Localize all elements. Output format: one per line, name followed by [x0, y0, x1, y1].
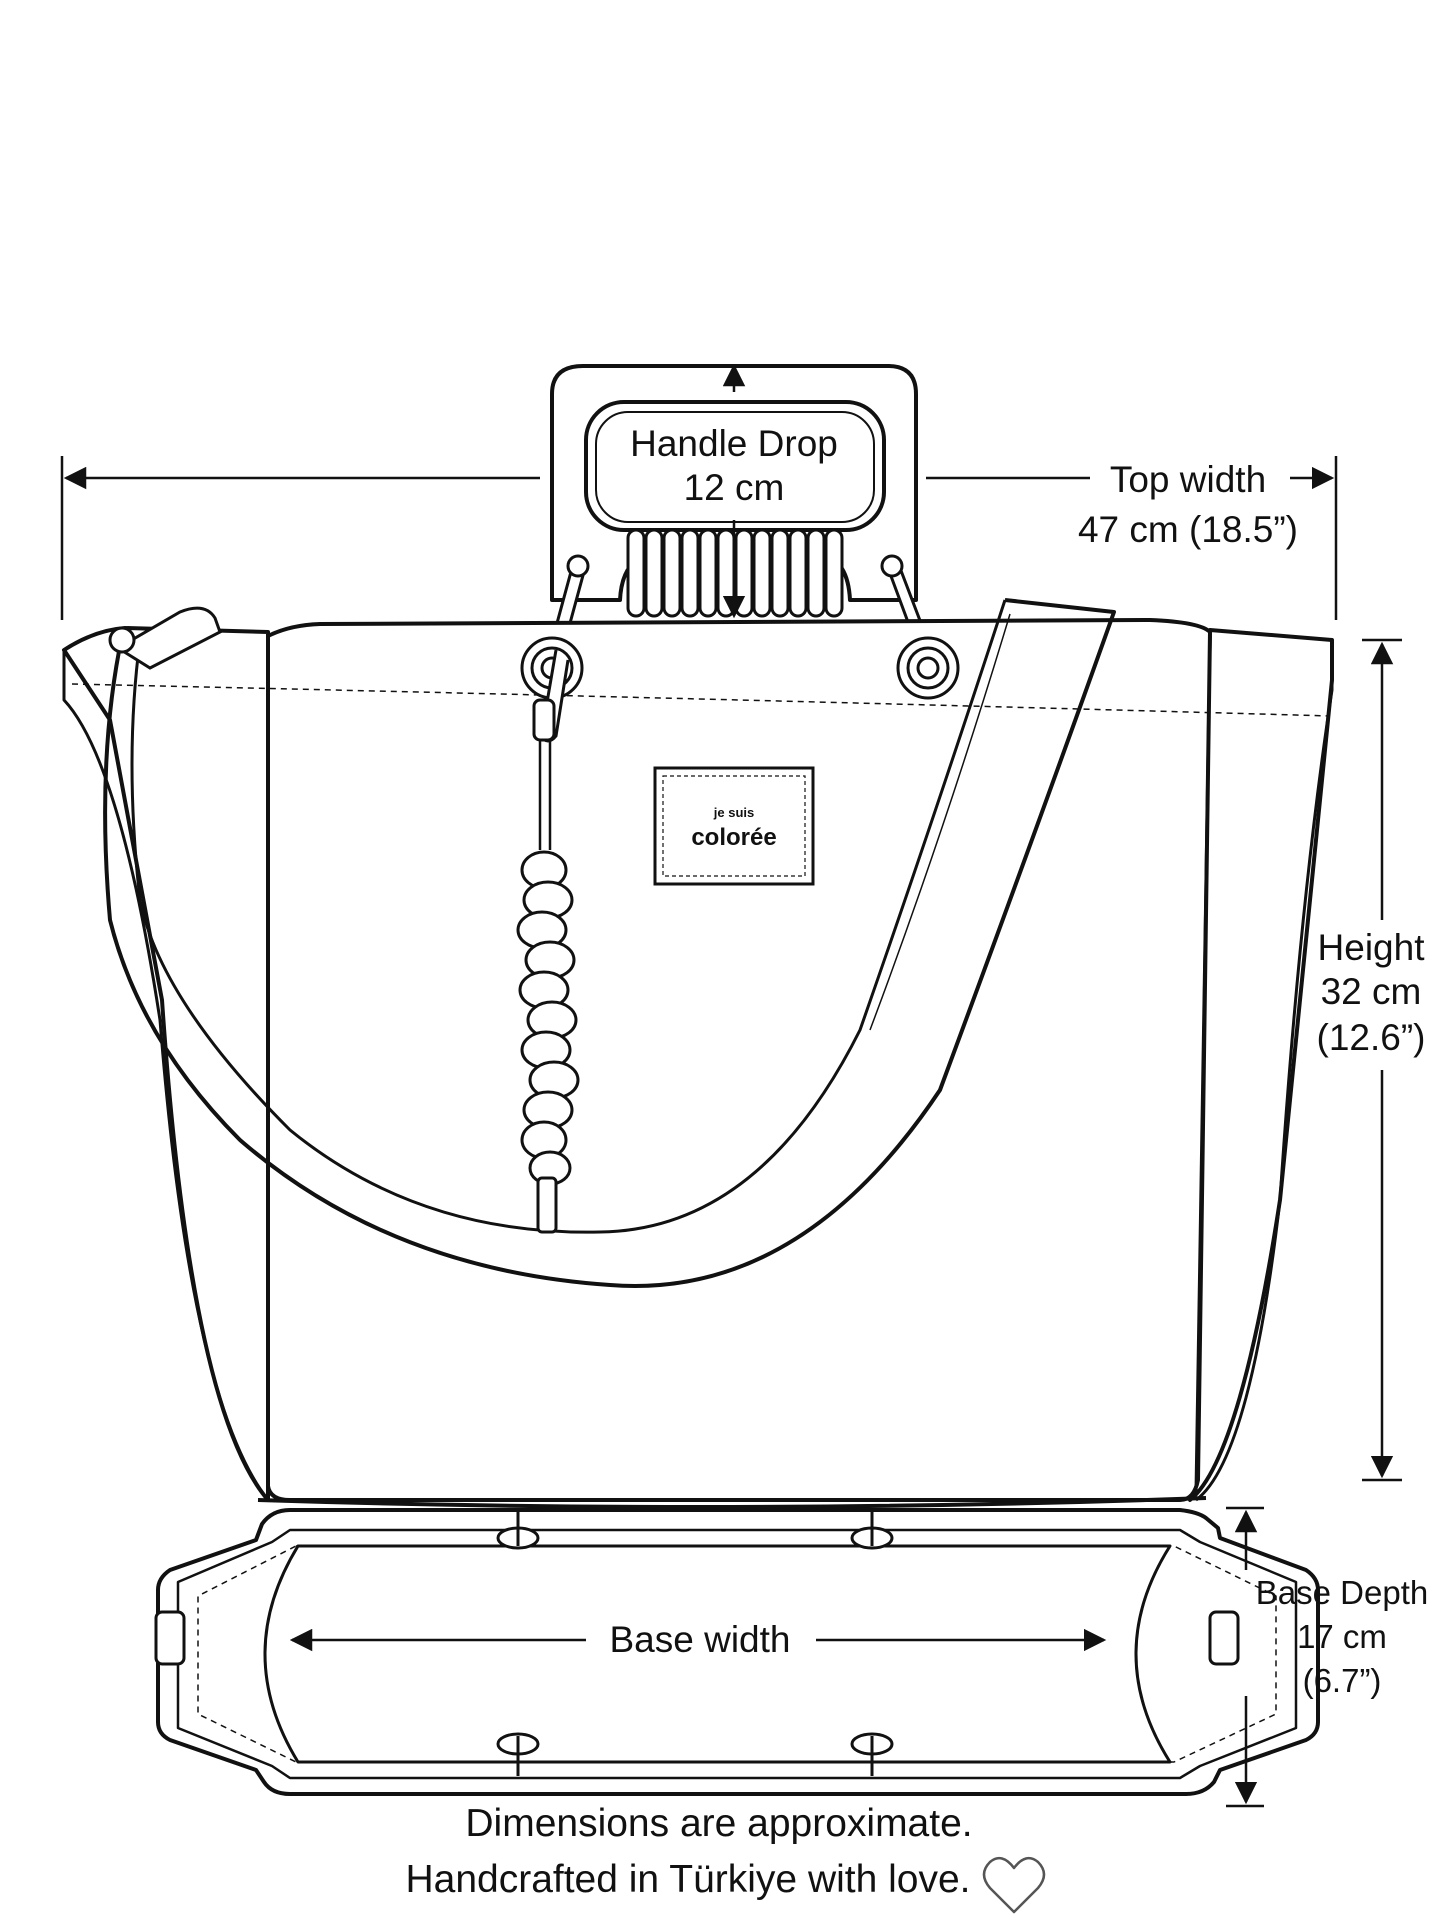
- footer-line1: Dimensions are approximate.: [465, 1802, 972, 1845]
- shoulder-strap: [103, 598, 1116, 1288]
- footer-line2: Handcrafted in Türkiye with love.: [405, 1858, 970, 1901]
- handle-drop-value: 12 cm: [684, 467, 785, 508]
- height-label: Height: [1318, 927, 1426, 968]
- top-stitch-line: [71, 683, 1331, 717]
- handle-rope-wrap: [626, 528, 844, 618]
- height-value: 32 cm: [1321, 971, 1422, 1012]
- heart-outline-icon: [982, 1856, 1046, 1914]
- brand-tag: je suis colorée: [653, 766, 815, 886]
- handle-drop-label: Handle Drop: [630, 423, 838, 464]
- base-studs: [496, 1510, 894, 1776]
- dimension-lines: [60, 363, 1402, 1808]
- height-value-inches: (12.6”): [1317, 1017, 1426, 1058]
- brand-tag-line2: colorée: [691, 824, 776, 851]
- strap-clip: [108, 606, 222, 670]
- base-depth-label: Base Depth: [1256, 1574, 1428, 1611]
- base-depth-value-inches: (6.7”): [1303, 1662, 1382, 1699]
- rope-charm: [516, 649, 580, 1234]
- grommet-right: [896, 636, 960, 700]
- bag-body: [62, 618, 1334, 1510]
- base-side-loops: [154, 1610, 1240, 1666]
- top-width-value: 47 cm (18.5”): [1078, 509, 1298, 550]
- base-width-label: Base width: [610, 1619, 791, 1660]
- top-width-label: Top width: [1110, 459, 1266, 500]
- base-depth-value: 17 cm: [1297, 1618, 1387, 1655]
- bag-base: [156, 1508, 1320, 1796]
- brand-tag-line1: je suis: [713, 805, 754, 820]
